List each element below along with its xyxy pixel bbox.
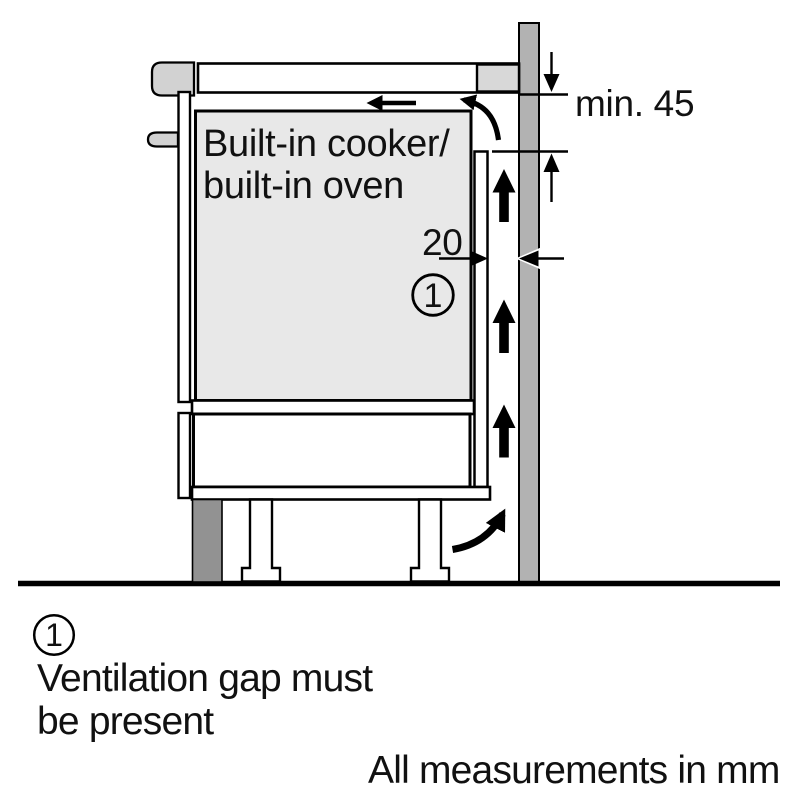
airflow-arrow-left-head <box>366 95 383 111</box>
wall-section <box>518 22 540 583</box>
airflow-arrow-up-1 <box>492 169 516 222</box>
legend-text-line2: be present <box>37 700 214 743</box>
oven-handle <box>146 131 180 148</box>
gap-dim-label-20: 20 <box>422 222 463 263</box>
cabinet-leg-right <box>409 498 451 583</box>
legend-number: 1 <box>45 617 63 653</box>
callout-number: 1 <box>424 277 443 315</box>
lower-compartment <box>192 412 472 489</box>
airflow-curve-bottom <box>451 508 506 553</box>
callout-circle <box>411 273 455 317</box>
footer-note: All measurements in mm <box>368 749 780 792</box>
cabinet-left-panel-lower <box>177 411 192 500</box>
back-rail <box>473 150 489 489</box>
dim-arrow-up-head <box>543 153 560 172</box>
oven-label-line1: Built-in cooker/ <box>203 123 450 165</box>
airflow-arrow-up-3 <box>492 404 516 458</box>
airflow-arrow-up-2 <box>492 299 516 353</box>
cabinet-bottom-panel <box>190 485 492 501</box>
oven-label-line2: built-in oven <box>203 165 404 207</box>
dim-arrow-down-head <box>543 74 560 92</box>
legend-circle <box>32 613 76 657</box>
legend-text-line1: Ventilation gap must <box>37 657 373 700</box>
airflow-curve-top <box>459 94 502 141</box>
gap-dim-arrow-left-head <box>519 250 539 267</box>
gap-dim-arrow-right-head <box>470 250 488 267</box>
hob-front-edge <box>150 61 196 97</box>
shelf-panel <box>190 399 476 416</box>
dim-label-min45: min. 45 <box>575 83 694 124</box>
cabinet-leg-left <box>240 498 282 583</box>
worktop <box>196 62 521 94</box>
plinth-panel <box>191 498 223 583</box>
cabinet-left-panel-upper <box>177 90 192 404</box>
worktop-end-panel <box>475 63 521 93</box>
